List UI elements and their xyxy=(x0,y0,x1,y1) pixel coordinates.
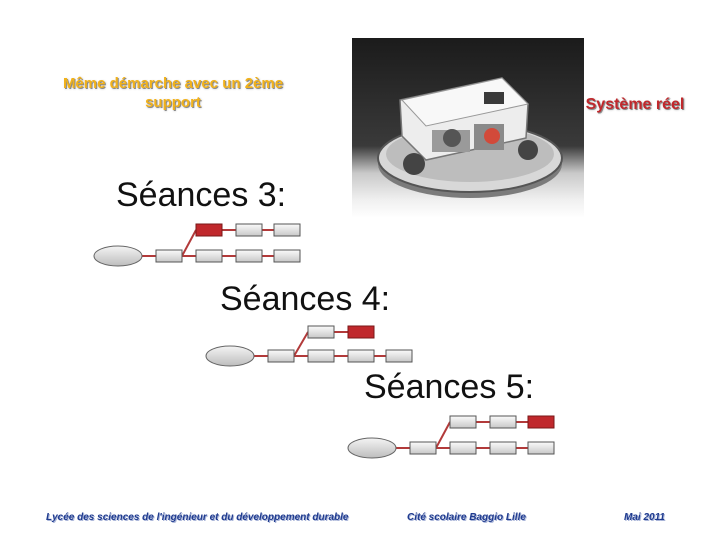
step-box xyxy=(268,350,294,362)
step-box xyxy=(308,326,334,338)
step-box xyxy=(236,224,262,236)
step-box xyxy=(490,442,516,454)
session-4-diagram xyxy=(202,320,432,372)
start-oval xyxy=(206,346,254,366)
step-box xyxy=(450,442,476,454)
start-oval xyxy=(94,246,142,266)
step-box xyxy=(274,224,300,236)
step-box-highlight xyxy=(348,326,374,338)
step-box xyxy=(308,350,334,362)
step-box-highlight xyxy=(196,224,222,236)
footer-campus: Cité scolaire Baggio Lille xyxy=(407,512,526,523)
robot-photo xyxy=(352,38,584,218)
step-box xyxy=(490,416,516,428)
session-3-label: Séances 3: xyxy=(116,176,286,215)
step-box xyxy=(196,250,222,262)
footer-school-name: Lycée des sciences de l'ingénieur et du … xyxy=(46,512,348,523)
step-box xyxy=(348,350,374,362)
step-box xyxy=(236,250,262,262)
same-approach-callout: Même démarche avec un 2ème support xyxy=(48,74,298,112)
step-box xyxy=(274,250,300,262)
session-5-diagram xyxy=(344,410,574,462)
step-box xyxy=(386,350,412,362)
real-system-callout: Système réel xyxy=(585,92,685,117)
session-4-label: Séances 4: xyxy=(220,280,390,319)
step-box-highlight xyxy=(528,416,554,428)
step-box xyxy=(410,442,436,454)
start-oval xyxy=(348,438,396,458)
session-3-diagram xyxy=(90,218,320,270)
session-5-label: Séances 5: xyxy=(364,368,534,407)
step-box xyxy=(450,416,476,428)
footer-date: Mai 2011 xyxy=(624,512,665,523)
step-box xyxy=(156,250,182,262)
step-box xyxy=(528,442,554,454)
